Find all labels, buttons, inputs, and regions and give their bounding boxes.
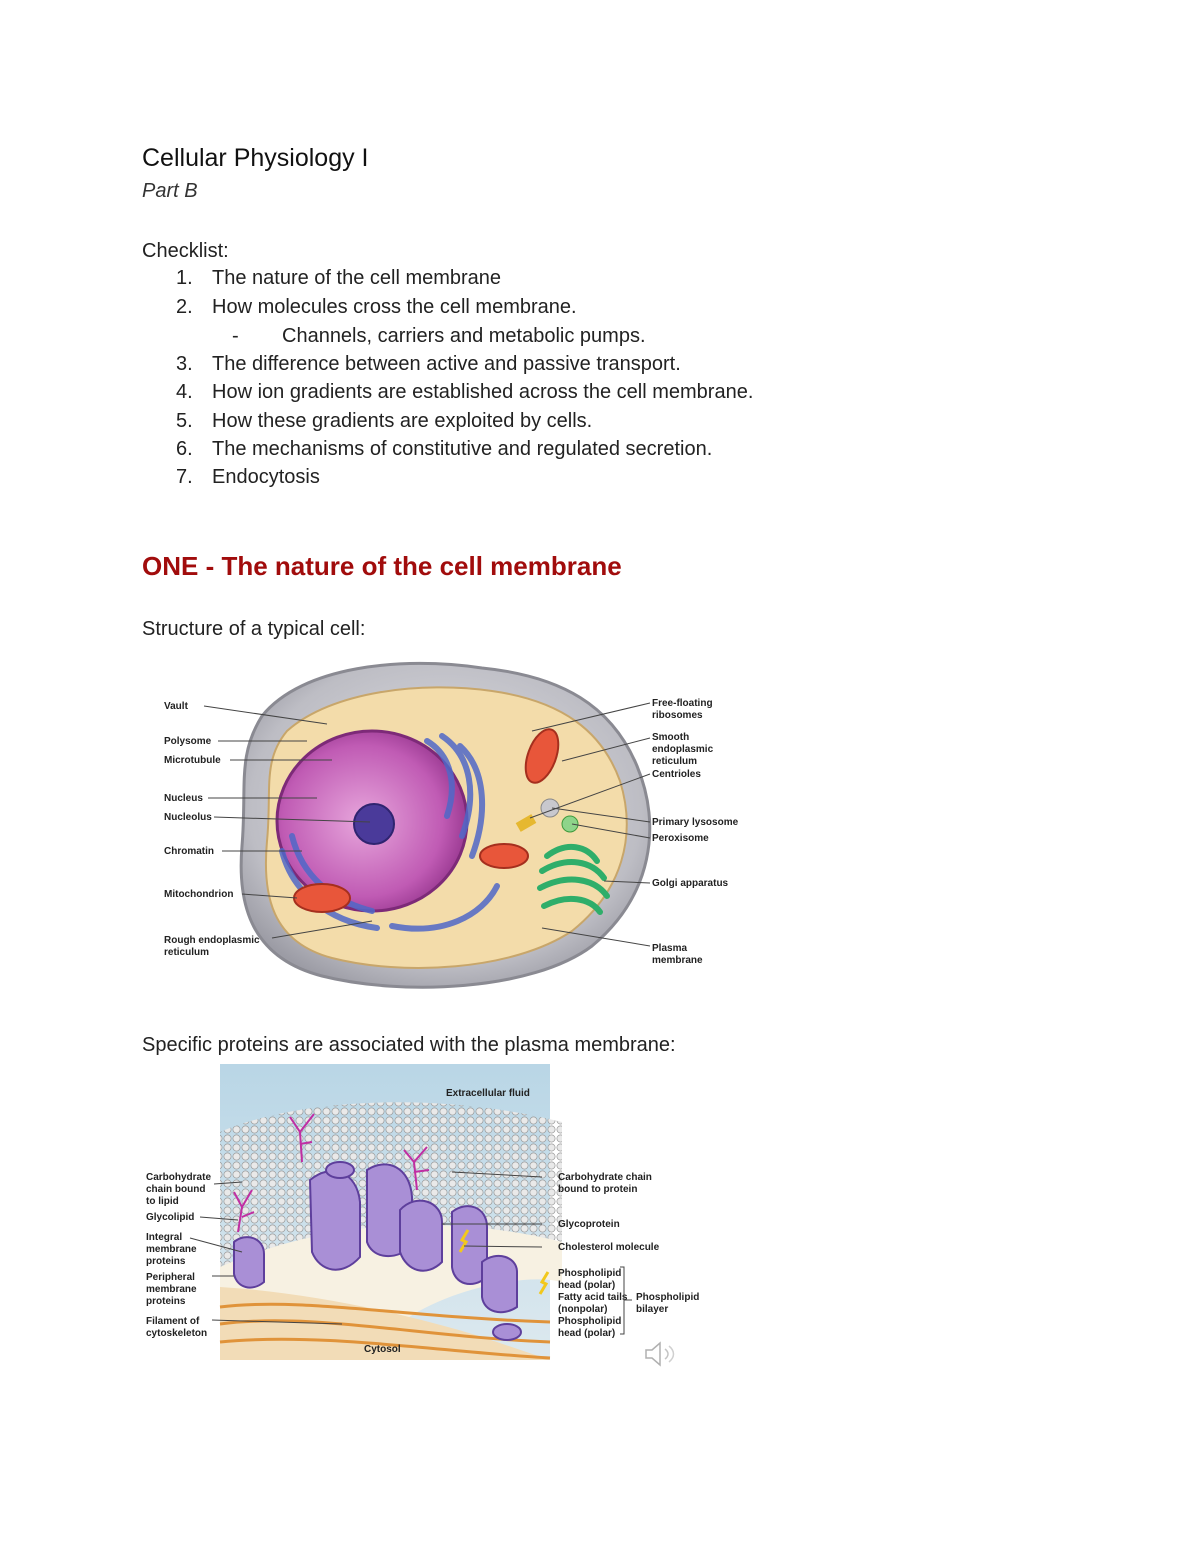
label-integral-proteins-3: proteins (146, 1256, 186, 1267)
cell-structure-diagram: Vault Polysome Microtubule Nucleus Nucle… (164, 661, 739, 989)
label-carbohydrate-lipid: Carbohydrate (146, 1172, 211, 1183)
cell-illustration (239, 661, 652, 989)
list-sub-item: -Channels, carriers and metabolic pumps. (232, 325, 646, 347)
label-vault: Vault (164, 701, 189, 712)
label-cytosol: Cytosol (364, 1344, 401, 1355)
label-glycolipid: Glycolipid (146, 1212, 194, 1223)
label-nucleus: Nucleus (164, 793, 203, 804)
bilayer-bracket (620, 1266, 632, 1335)
left-labels: Carbohydrate chain bound to lipid Glycol… (146, 1172, 211, 1339)
label-primary-lysosome: Primary lysosome (652, 817, 739, 828)
label-phospholipid-bilayer-2: bilayer (636, 1304, 668, 1315)
label-peripheral-proteins-2: membrane (146, 1284, 197, 1295)
label-carbohydrate-protein-2: bound to protein (558, 1184, 637, 1195)
list-item: 5.How these gradients are exploited by c… (176, 410, 593, 432)
label-smooth-er-2: endoplasmic (652, 744, 714, 755)
label-cytoskeleton-filament-2: cytoskeleton (146, 1328, 207, 1339)
list-item: 4.How ion gradients are established acro… (176, 381, 754, 403)
label-integral-proteins: Integral (146, 1232, 182, 1243)
label-plasma-membrane-2: membrane (652, 955, 703, 966)
plasma-membrane-diagram: Extracellular fluid Cytosol Carbohydrate… (146, 1064, 706, 1368)
label-free-ribosomes-2: ribosomes (652, 710, 703, 721)
label-cytoskeleton-filament: Filament of (146, 1316, 200, 1327)
label-phospholipid-head-lower: Phospholipid (558, 1316, 621, 1327)
figure-caption-cell: Structure of a typical cell: (142, 618, 366, 640)
figure-caption-membrane: Specific proteins are associated with th… (142, 1034, 676, 1056)
leader-lines (189, 1171, 543, 1325)
label-carbohydrate-lipid-3: to lipid (146, 1196, 179, 1207)
label-phospholipid-head-lower-2: head (polar) (558, 1328, 615, 1339)
list-item: 6.The mechanisms of constitutive and reg… (176, 438, 713, 460)
section-heading: ONE - The nature of the cell membrane (142, 551, 622, 581)
label-carbohydrate-lipid-2: chain bound (146, 1184, 205, 1195)
list-item: 2.How molecules cross the cell membrane. (176, 296, 577, 318)
label-free-ribosomes: Free-floating (652, 698, 713, 709)
list-item: 1.The nature of the cell membrane (176, 267, 502, 289)
label-smooth-er-3: reticulum (652, 756, 697, 767)
label-phospholipid-head-2: head (polar) (558, 1280, 615, 1291)
checklist-heading: Checklist: (142, 240, 229, 262)
list-item: 3.The difference between active and pass… (176, 353, 681, 375)
left-labels: Vault Polysome Microtubule Nucleus Nucle… (164, 701, 260, 958)
label-smooth-er: Smooth (652, 732, 689, 743)
label-fatty-acid-tails: Fatty acid tails (558, 1292, 628, 1303)
membrane-illustration (219, 1064, 706, 1368)
label-mitochondrion: Mitochondrion (164, 889, 233, 900)
label-peripheral-proteins: Peripheral (146, 1272, 195, 1283)
speaker-icon[interactable] (645, 1341, 675, 1367)
list-item: 7.Endocytosis (176, 466, 320, 488)
region-labels: Extracellular fluid Cytosol (364, 1088, 530, 1355)
leader-lines (203, 702, 651, 947)
label-peripheral-proteins-3: proteins (146, 1296, 186, 1307)
label-glycoprotein: Glycoprotein (558, 1219, 620, 1230)
right-labels: Free-floating ribosomes Smooth endoplasm… (652, 698, 739, 966)
label-cholesterol: Cholesterol molecule (558, 1242, 660, 1253)
label-golgi: Golgi apparatus (652, 878, 729, 889)
label-centrioles: Centrioles (652, 769, 701, 780)
label-chromatin: Chromatin (164, 846, 214, 857)
right-labels: Carbohydrate chain bound to protein Glyc… (558, 1172, 699, 1339)
label-nucleolus: Nucleolus (164, 812, 212, 823)
label-polysome: Polysome (164, 736, 212, 747)
label-fatty-acid-tails-2: (nonpolar) (558, 1304, 607, 1315)
label-rough-er: Rough endoplasmic (164, 935, 260, 946)
label-plasma-membrane: Plasma (652, 943, 687, 954)
label-phospholipid-head: Phospholipid (558, 1268, 621, 1279)
label-microtubule: Microtubule (164, 755, 221, 766)
label-rough-er-2: reticulum (164, 947, 209, 958)
label-extracellular-fluid: Extracellular fluid (446, 1088, 530, 1099)
label-integral-proteins-2: membrane (146, 1244, 197, 1255)
page-title: Cellular Physiology I (142, 144, 369, 172)
label-phospholipid-bilayer: Phospholipid (636, 1292, 699, 1303)
label-peroxisome: Peroxisome (652, 833, 709, 844)
page-subtitle: Part B (142, 180, 198, 202)
label-carbohydrate-protein: Carbohydrate chain (558, 1172, 652, 1183)
